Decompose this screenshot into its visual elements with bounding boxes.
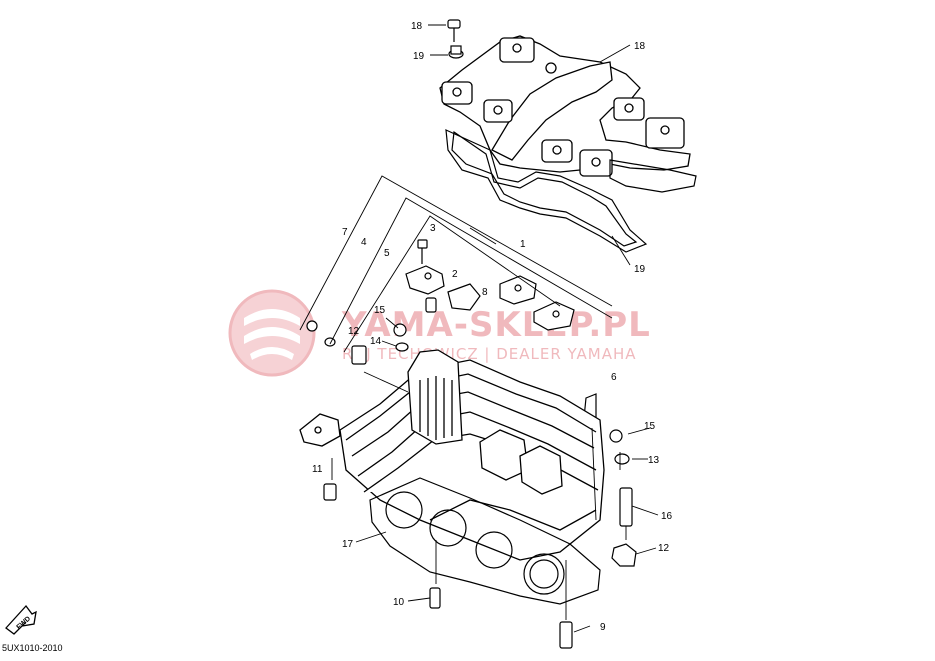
watermark-subtitle: ROJ TECHOWICZ | DEALER YAMAHA: [342, 345, 637, 363]
cover-bolt-washer: [448, 45, 464, 59]
cylinder-head: [299, 349, 605, 561]
callout-18: 18: [634, 41, 646, 52]
cap-bolt: [417, 239, 428, 264]
callout-12: 12: [658, 543, 670, 554]
callout-1: 1: [520, 239, 526, 250]
callout-13: 13: [648, 455, 660, 466]
callout-21: 19: [413, 51, 425, 62]
callout-20: 18: [411, 21, 423, 32]
callout-3: 3: [430, 223, 436, 234]
callout-15-top: 15: [374, 305, 386, 316]
callout-2: 2: [452, 269, 458, 280]
cover-gasket: [445, 129, 697, 253]
callout-11: 11: [312, 464, 323, 475]
cover-bolt: [447, 19, 461, 42]
callout-8: 8: [482, 287, 488, 298]
callout-15: 15: [644, 421, 656, 432]
callout-10: 10: [393, 597, 405, 608]
callout-16: 16: [661, 511, 673, 522]
fwd-arrow-icon: FWD: [5, 604, 37, 635]
diagram-code: 5UX1010-2010: [2, 643, 63, 653]
callout-leaders: [355, 24, 659, 633]
callout-5: 5: [384, 248, 390, 259]
callout-labels: 18 19 18 19 3 7 4 5 1 2 8 15 12 14 6 15 …: [312, 21, 673, 633]
assembly-lines: [299, 175, 627, 620]
callout-9: 9: [600, 622, 606, 633]
stud-plug-parts: [306, 320, 637, 567]
callout-14: 14: [370, 336, 382, 347]
callout-17: 17: [342, 539, 354, 550]
callout-12-top: 12: [348, 326, 360, 337]
callout-6: 6: [611, 372, 617, 383]
callout-4: 4: [361, 237, 367, 248]
head-studs: [323, 483, 573, 649]
callout-19: 19: [634, 264, 646, 275]
head-gasket: [369, 477, 601, 605]
cylinder-head-cover: [439, 35, 691, 177]
callout-7: 7: [342, 227, 348, 238]
watermark-title: YAMA-SKLEP.PL: [341, 305, 651, 345]
